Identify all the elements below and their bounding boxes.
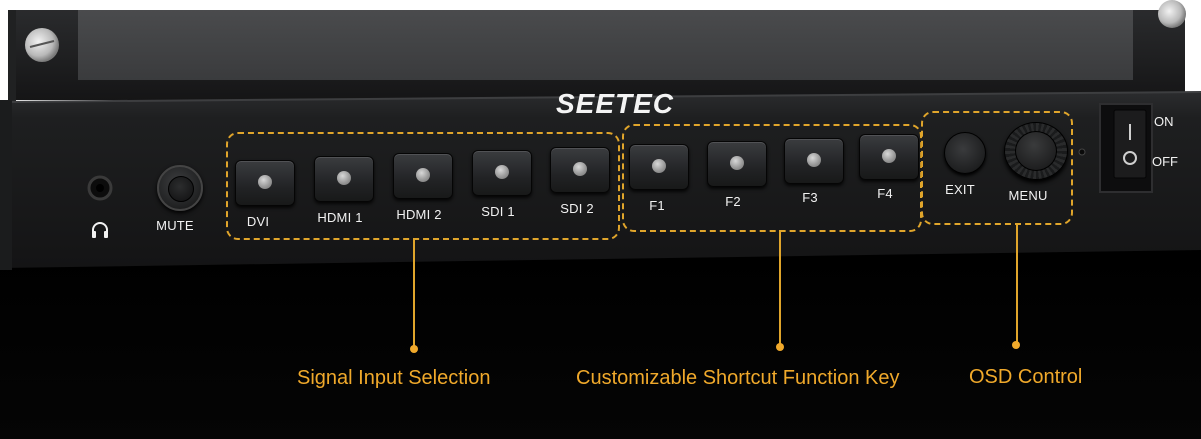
hdmi2-label: HDMI 2: [396, 207, 442, 222]
sdi2-label: SDI 2: [560, 201, 594, 216]
led-indicator: [730, 156, 744, 170]
led-indicator: [258, 175, 272, 189]
led-indicator: [337, 171, 351, 185]
exit-label: EXIT: [945, 182, 975, 197]
leader-dot-osd: [1012, 341, 1020, 349]
hdmi1-label: HDMI 1: [317, 210, 363, 225]
callout-signal-input: Signal Input Selection: [297, 367, 491, 389]
exit-button[interactable]: [944, 132, 986, 174]
leader-line-signal: [413, 238, 415, 348]
f1-label: F1: [649, 198, 665, 213]
led-indicator: [495, 165, 509, 179]
callout-function-key: Customizable Shortcut Function Key: [576, 367, 900, 389]
menu-knob[interactable]: [1004, 122, 1068, 180]
signal-input-group: [226, 132, 620, 240]
leader-dot-signal: [410, 345, 418, 353]
power-on-label: ON: [1154, 114, 1174, 129]
f3-button[interactable]: [784, 138, 844, 184]
f4-label: F4: [877, 186, 893, 201]
f3-label: F3: [802, 190, 818, 205]
leader-line-osd: [1016, 223, 1018, 343]
f4-button[interactable]: [859, 134, 919, 180]
sdi1-label: SDI 1: [481, 204, 515, 219]
headphone-icon: [92, 222, 108, 238]
leader-line-function: [779, 230, 781, 346]
sdi2-button[interactable]: [550, 147, 610, 193]
mute-button[interactable]: [157, 165, 203, 211]
hdmi1-button[interactable]: [314, 156, 374, 202]
menu-knob-cap: [1015, 131, 1057, 171]
led-indicator: [652, 159, 666, 173]
led-indicator: [882, 149, 896, 163]
f2-button[interactable]: [707, 141, 767, 187]
f2-label: F2: [725, 194, 741, 209]
led-indicator: [807, 153, 821, 167]
osd-control-group: [921, 111, 1073, 225]
dvi-button[interactable]: [235, 160, 295, 206]
f1-button[interactable]: [629, 144, 689, 190]
sdi1-button[interactable]: [472, 150, 532, 196]
hdmi2-button[interactable]: [393, 153, 453, 199]
led-indicator: [416, 168, 430, 182]
menu-label: MENU: [1008, 188, 1048, 203]
led-indicator: [573, 162, 587, 176]
power-off-label: OFF: [1152, 154, 1178, 169]
callout-osd-control: OSD Control: [969, 366, 1083, 388]
power-switch[interactable]: [1114, 110, 1146, 178]
dvi-label: DVI: [246, 214, 270, 229]
leader-dot-function: [776, 343, 784, 351]
mute-label: MUTE: [156, 218, 194, 233]
brand-logo: SEETEC: [556, 88, 675, 119]
mute-knob-center: [168, 176, 194, 202]
